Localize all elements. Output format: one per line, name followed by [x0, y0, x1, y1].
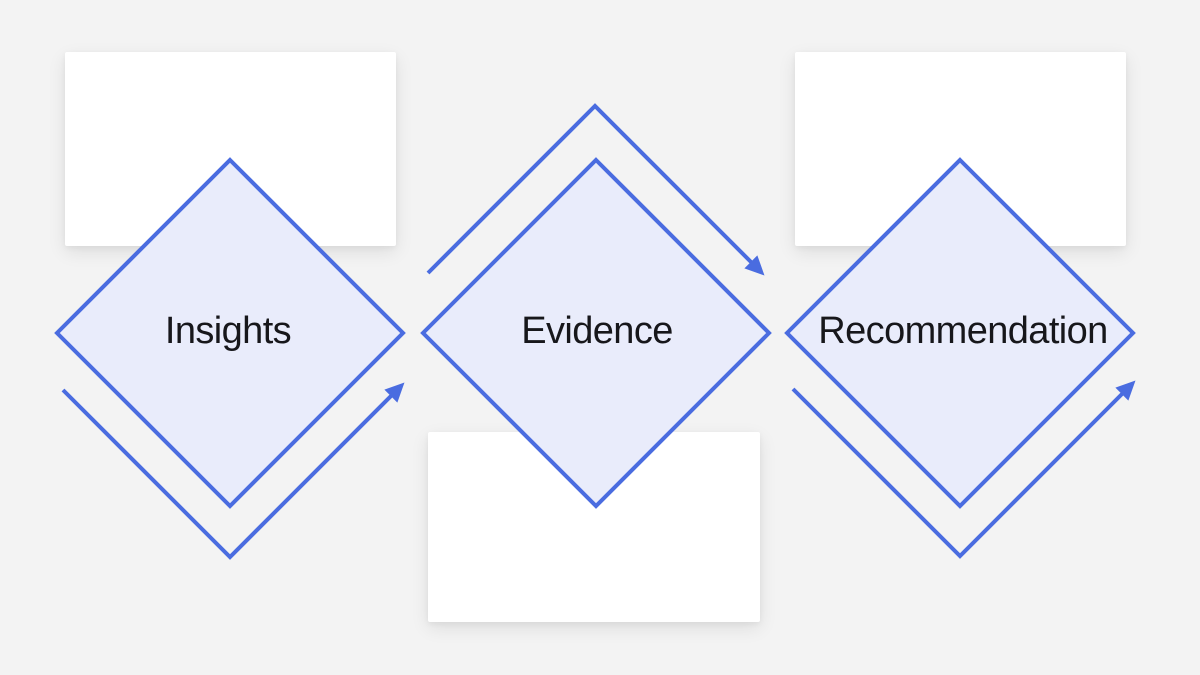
arrow-over-evidence-icon — [426, 103, 765, 276]
arrow-under-insights-icon — [61, 382, 405, 560]
stage-label-insights: Insights — [164, 310, 292, 352]
arrow-under-recommendation-icon — [791, 380, 1136, 559]
stage-label-recommendation: Recommendation — [818, 310, 1108, 352]
note-card-top-left — [65, 52, 396, 246]
note-card-bottom-center — [428, 432, 760, 622]
note-card-top-right — [795, 52, 1126, 246]
stage-label-evidence: Evidence — [521, 310, 673, 352]
